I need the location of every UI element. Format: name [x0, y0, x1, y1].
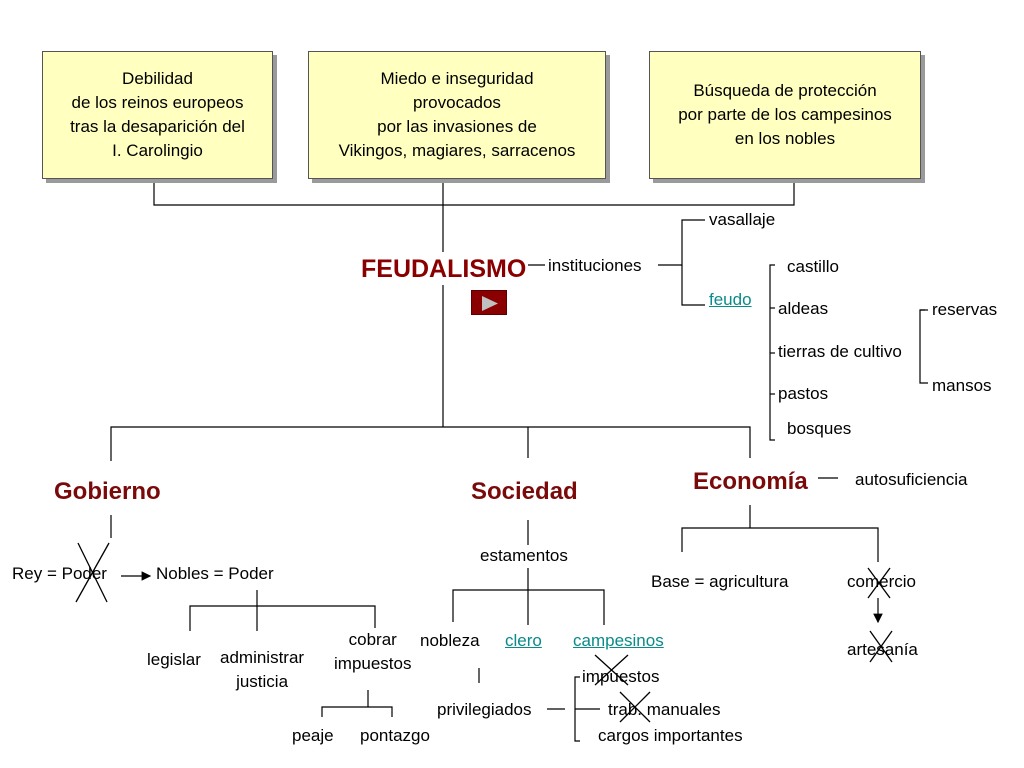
estamentos-label: estamentos: [480, 546, 568, 565]
administrar-justicia-label: administrar justicia: [220, 648, 305, 691]
heading-sociedad: Sociedad: [471, 478, 578, 505]
cargos-importantes-label: cargos importantes: [598, 726, 743, 745]
cause-box-miedo: Miedo e inseguridad provocados por las i…: [308, 51, 606, 179]
heading-economia: Economía: [693, 468, 808, 495]
play-button[interactable]: [471, 290, 507, 315]
autosuficiencia-label: autosuficiencia: [855, 470, 968, 489]
castillo-label: castillo: [787, 257, 839, 276]
legislar-label: legislar: [147, 650, 201, 669]
title-feudalismo: FEUDALISMO: [361, 255, 527, 283]
tierras-cultivo-label: tierras de cultivo: [778, 342, 902, 361]
aldeas-label: aldeas: [778, 299, 829, 318]
play-button-icon: [482, 296, 498, 311]
trabajos-manuales-label: trab. manuales: [608, 700, 721, 719]
bosques-label: bosques: [787, 419, 852, 438]
impuestos-label: impuestos: [582, 667, 660, 686]
heading-gobierno: Gobierno: [54, 478, 161, 505]
instituciones-label: instituciones: [548, 256, 642, 275]
cobrar-impuestos-label: cobrar impuestos: [334, 630, 412, 673]
feudo-link[interactable]: feudo: [709, 290, 752, 309]
rey-poder-label: Rey = Poder: [12, 564, 107, 583]
vasallaje-label: vasallaje: [709, 210, 776, 229]
nobles-poder-label: Nobles = Poder: [156, 564, 274, 583]
artesania-label: artesanía: [847, 640, 918, 659]
cause-box-busqueda: Búsqueda de protección por parte de los …: [649, 51, 921, 179]
cause-box-debilidad: Debilidad de los reinos europeos tras la…: [42, 51, 273, 179]
peaje-label: peaje: [292, 726, 334, 745]
nobleza-label: nobleza: [420, 631, 480, 650]
campesinos-link[interactable]: campesinos: [573, 631, 664, 650]
comercio-label: comercio: [847, 572, 916, 591]
cross-out-icon: [75, 542, 893, 723]
pontazgo-label: pontazgo: [360, 726, 430, 745]
clero-link[interactable]: clero: [505, 631, 542, 650]
privilegiados-label: privilegiados: [437, 700, 532, 719]
base-agricultura-label: Base = agricultura: [651, 572, 789, 591]
reservas-label: reservas: [932, 300, 998, 319]
pastos-label: pastos: [778, 384, 829, 403]
mansos-label: mansos: [932, 376, 992, 395]
